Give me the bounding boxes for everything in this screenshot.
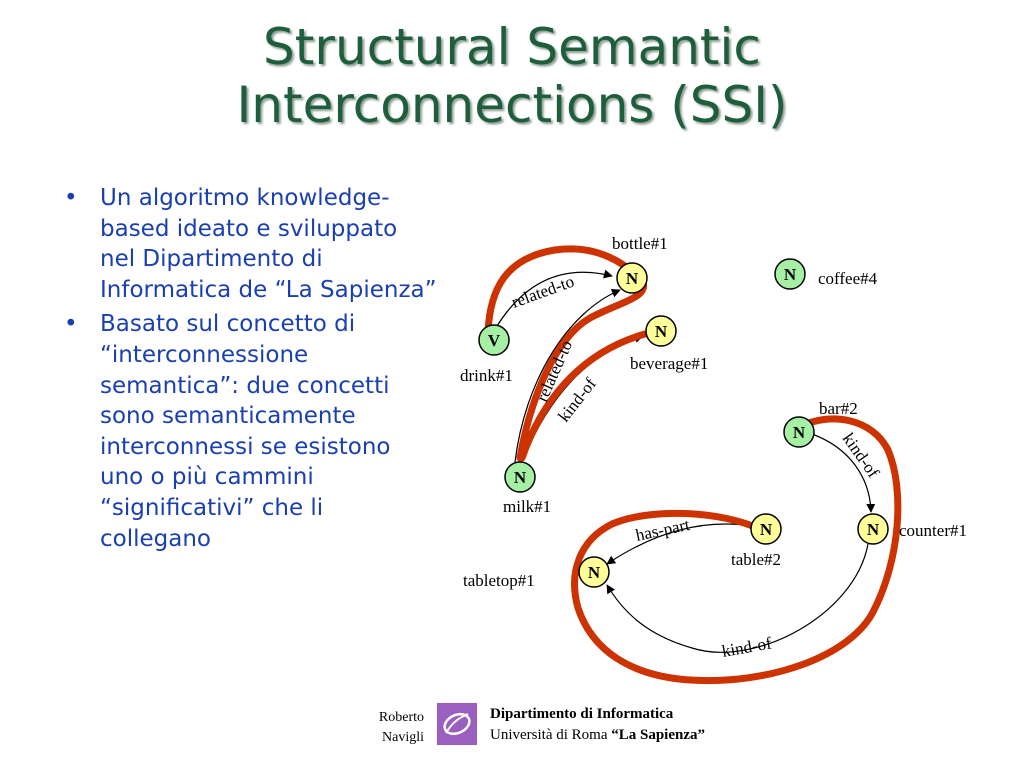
node-letter: N (588, 563, 601, 582)
node-label-milk: milk#1 (503, 497, 551, 516)
bullet-dot-icon: • (64, 311, 78, 338)
node-label-coffee: coffee#4 (818, 269, 878, 288)
node-table: N (750, 513, 782, 545)
node-counter: N (857, 513, 889, 545)
node-tabletop: N (578, 556, 610, 588)
edge-table-tabletop (606, 523, 753, 565)
university-name-bold: “La Sapienza” (611, 727, 705, 743)
node-letter: V (488, 331, 501, 350)
node-letter: N (655, 322, 668, 341)
title-line-2: Interconnections (SSI) (236, 76, 788, 134)
author-last-name: Navigli (382, 730, 424, 745)
bullet-item: • Basato sul concetto di “interconnession… (58, 309, 438, 554)
bullet-item: • Un algoritmo knowledge-based ideato e s… (58, 183, 438, 305)
edge-labels: related-to related-to kind-of kind-of ha… (509, 272, 883, 661)
node-label-drink: drink#1 (460, 366, 513, 385)
edge-label-milk-beverage: kind-of (554, 374, 600, 425)
footer-author: Roberto Navigli (336, 708, 424, 748)
node-letter: N (793, 423, 806, 442)
node-bar: N (783, 416, 815, 448)
edge-drink-bottle (496, 269, 613, 327)
footer-department: Dipartimento di Informatica Università d… (490, 704, 790, 746)
bullet-list: • Un algoritmo knowledge-based ideato e s… (58, 183, 438, 558)
node-bottle: N (616, 262, 648, 294)
node-label-tabletop: tabletop#1 (463, 571, 535, 590)
node-letter: N (867, 520, 880, 539)
node-label-beverage: beverage#1 (630, 354, 708, 373)
edge-milk-bottle (514, 289, 621, 463)
node-coffee: N (774, 258, 806, 290)
node-milk: N (504, 461, 536, 493)
bullet-dot-icon: • (64, 185, 78, 211)
edge-lines (496, 269, 876, 653)
node-label-bar: bar#2 (819, 399, 858, 418)
highlight-path-bar-tabletop (571, 415, 902, 685)
title-line-1: Structural Semantic (263, 18, 761, 76)
edge-label-counter-tabletop: kind-of (720, 633, 773, 660)
node-letter: N (514, 468, 527, 487)
bullet-text: Basato sul concetto di “interconnessione… (100, 311, 391, 552)
node-label-counter: counter#1 (899, 521, 967, 540)
edge-label-drink-bottle: related-to (509, 272, 577, 312)
edge-bar-counter (811, 433, 876, 513)
highlight-paths (484, 245, 902, 685)
author-first-name: Roberto (378, 710, 424, 725)
page-title: Structural Semantic Interconnections (SS… (0, 18, 1024, 134)
bullet-text: Un algoritmo knowledge-based ideato e sv… (100, 185, 437, 303)
logo-emblem-icon (443, 712, 471, 736)
diagram-nodes: N N V N N N N N (478, 258, 889, 588)
node-letter: N (760, 520, 773, 539)
department-name: Dipartimento di Informatica (490, 706, 674, 722)
node-label-bottle: bottle#1 (612, 234, 668, 253)
edge-counter-tabletop (606, 543, 869, 653)
node-letter: N (784, 265, 797, 284)
highlight-path-milk-beverage (518, 330, 649, 462)
university-logo-icon (437, 703, 477, 745)
node-drink: V (478, 324, 510, 356)
node-letter: N (626, 269, 639, 288)
node-label-table: table#2 (731, 550, 781, 569)
node-beverage: N (645, 315, 677, 347)
university-name: Università di Roma (490, 727, 612, 743)
node-labels: bottle#1 coffee#4 drink#1 beverage#1 mil… (460, 234, 967, 590)
edge-label-table-tabletop: has-part (634, 515, 692, 545)
